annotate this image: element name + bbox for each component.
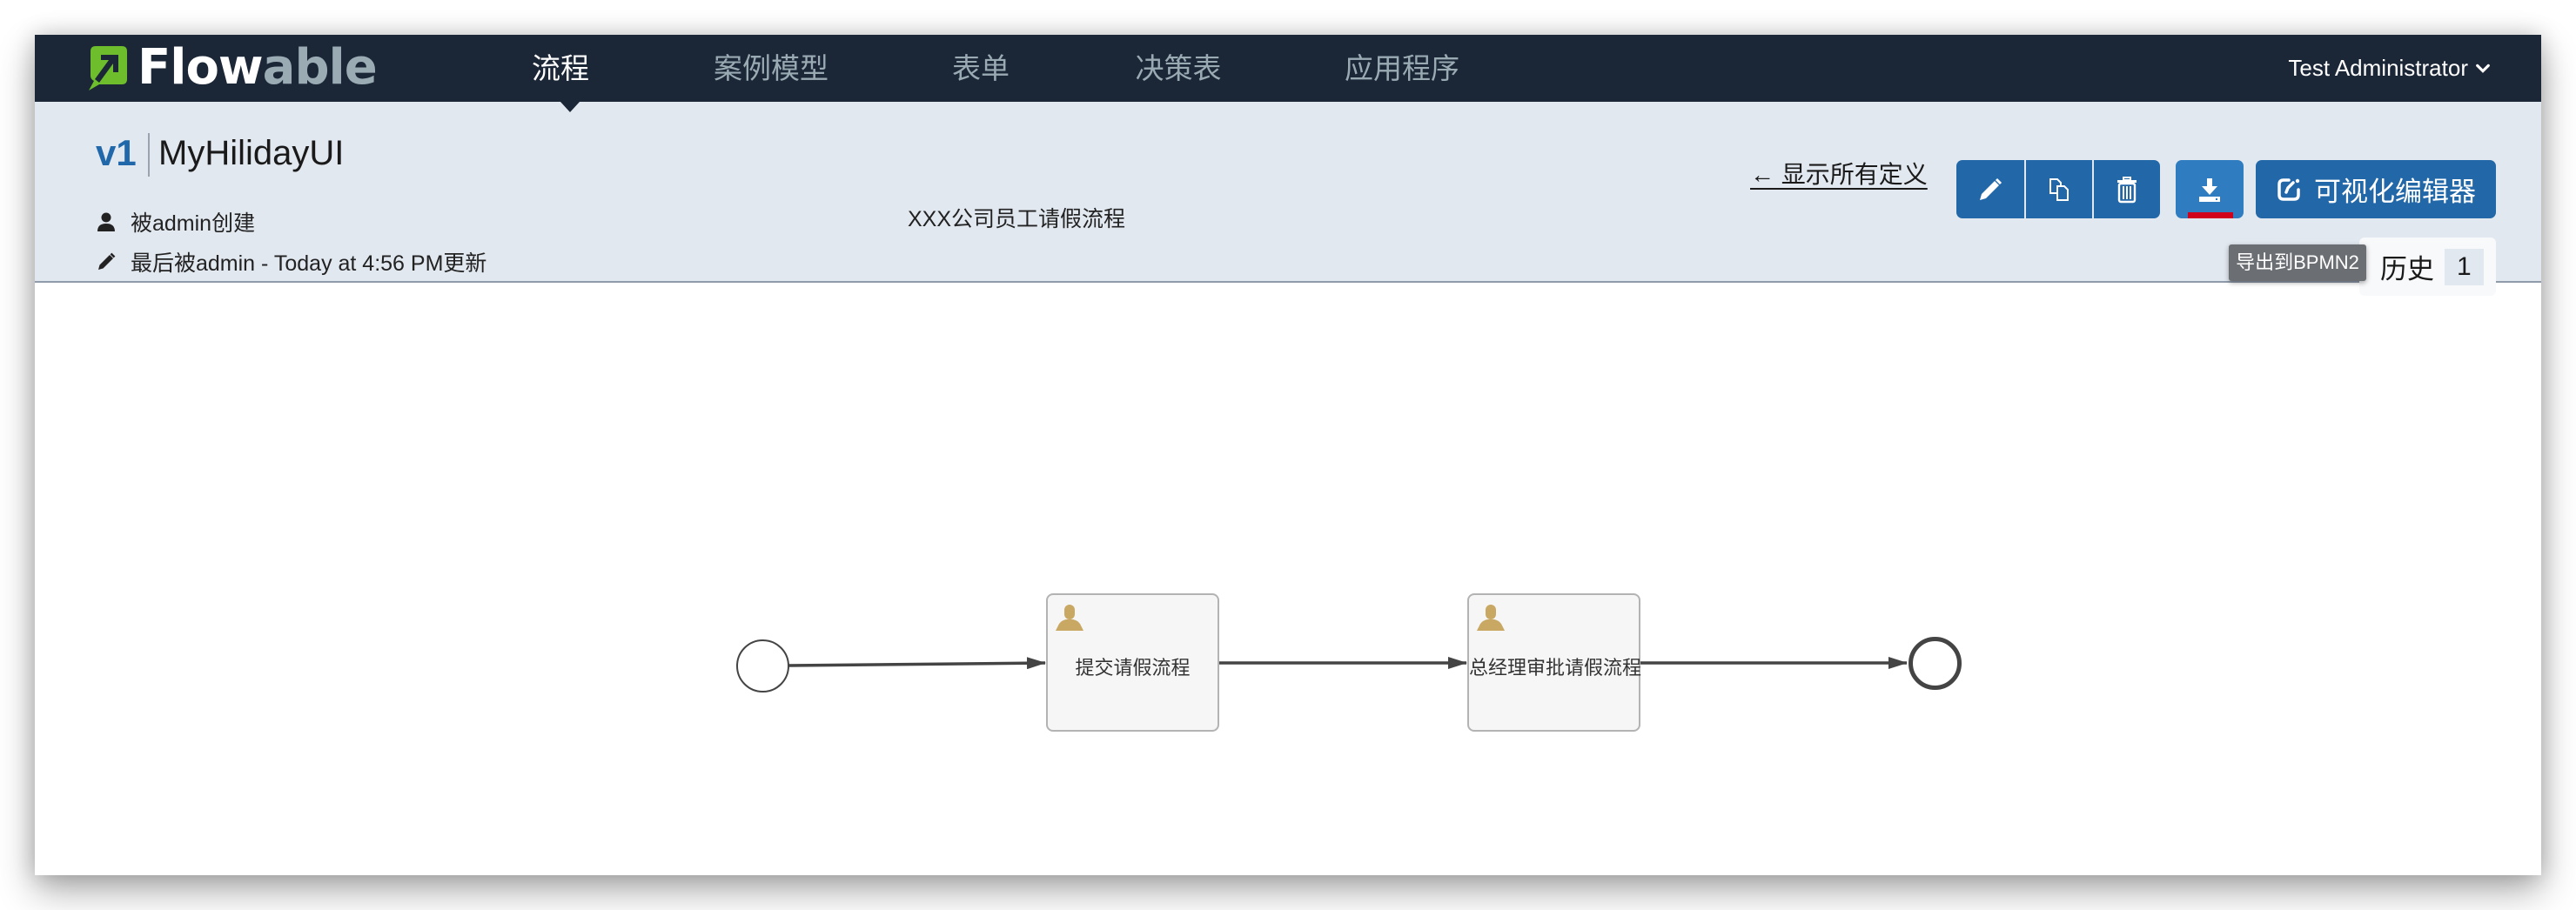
logo-text-able: able (262, 39, 378, 96)
visual-editor-label: 可视化编辑器 (2314, 177, 2476, 207)
nav-item-forms[interactable]: 表单 (952, 52, 1010, 84)
user-name: Test Administrator (2288, 55, 2468, 81)
logo-text-flow: Flow (138, 39, 264, 96)
pencil-icon (1980, 177, 2002, 200)
history-label: 历史 (2380, 254, 2434, 284)
nav-item-decision-tables[interactable]: 决策表 (1135, 52, 1222, 84)
start-event[interactable] (736, 639, 789, 693)
download-icon (2199, 177, 2220, 202)
title-divider (148, 133, 150, 177)
task-label: 提交请假流程 (1075, 658, 1191, 679)
sequence-flows (788, 657, 1908, 670)
history-count-badge: 1 (2445, 248, 2484, 285)
process-diagram-canvas: 提交请假流程 总经理审批请假流程 (35, 284, 2541, 875)
user-task-manager-approve[interactable]: 总经理审批请假流程 (1467, 593, 1642, 732)
pencil-icon (98, 252, 116, 270)
end-event[interactable] (1909, 637, 1962, 690)
app-window: Flowable 流程 案例模型 表单 决策表 应用程序 Test Admini… (35, 35, 2541, 875)
definition-header: v1 MyHilidayUI 被admin创建 最后被admin - Today… (35, 102, 2541, 296)
user-menu[interactable]: Test Administrator (2288, 35, 2491, 102)
flowable-logo-icon (89, 45, 127, 90)
version-badge: v1 (96, 132, 137, 173)
active-nav-indicator (560, 102, 580, 112)
visual-editor-button[interactable]: 可视化编辑器 (2256, 160, 2496, 218)
user-task-icon (1056, 605, 1083, 631)
process-description: XXX公司员工请假流程 (908, 207, 1126, 231)
logo-wordmark: Flowable (138, 43, 378, 92)
nav-item-apps[interactable]: 应用程序 (1345, 52, 1459, 84)
created-by-row: 被admin创建 (96, 206, 255, 238)
nav-item-processes[interactable]: 流程 (532, 52, 589, 84)
top-navbar: Flowable 流程 案例模型 表单 决策表 应用程序 Test Admini… (35, 35, 2541, 102)
edit-button[interactable] (1956, 160, 2024, 218)
export-bpmn-button[interactable] (2176, 160, 2244, 218)
user-task-icon (1477, 605, 1505, 631)
user-task-submit-leave[interactable]: 提交请假流程 (1046, 593, 1219, 732)
updated-by-row: 最后被admin - Today at 4:56 PM更新 (96, 246, 486, 278)
delete-button[interactable] (2092, 160, 2160, 218)
show-all-definitions-link[interactable]: ← 显示所有定义 (1750, 161, 1928, 188)
page-title: MyHilidayUI (158, 134, 345, 172)
trash-icon (2117, 176, 2137, 203)
highlight-bar (2188, 212, 2233, 218)
edit-square-icon (2277, 177, 2300, 201)
export-tooltip: 导出到BPMN2 (2229, 244, 2366, 281)
updated-by-text: 最后被admin - Today at 4:56 PM更新 (131, 251, 487, 276)
chevron-down-icon (2476, 64, 2490, 73)
history-button[interactable]: 历史 1 (2359, 238, 2496, 296)
user-icon (97, 212, 115, 231)
copy-button[interactable] (2024, 160, 2092, 218)
flowable-logo[interactable]: Flowable (89, 43, 378, 92)
nav-item-case-models[interactable]: 案例模型 (714, 52, 828, 84)
created-by-text: 被admin创建 (131, 211, 256, 236)
copy-icon (2049, 177, 2069, 201)
task-label: 总经理审批请假流程 (1469, 658, 1642, 679)
definition-actions-group (1956, 160, 2160, 218)
